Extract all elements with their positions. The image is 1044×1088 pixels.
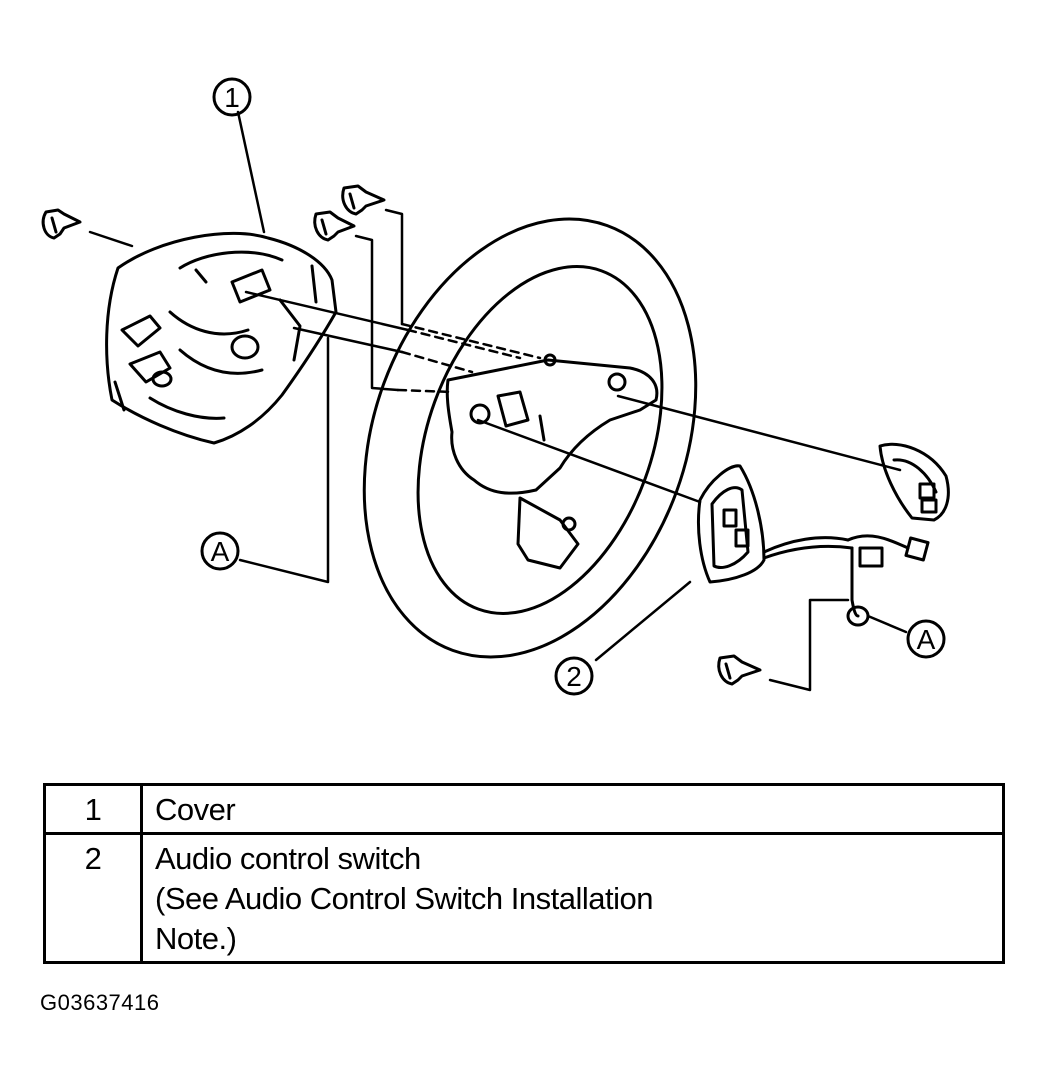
callout-circle-a-left [200, 531, 240, 571]
callout-circle-a-right [906, 619, 946, 659]
exploded-view-diagram: 1 2 A A [41, 77, 950, 696]
callout-label-a-left: A [211, 536, 230, 567]
legend-row: 1 Cover [43, 783, 1005, 835]
screw-top-left [41, 208, 82, 240]
legend-row: 2 Audio control switch (See Audio Contro… [43, 832, 1005, 964]
callout-circle-2 [554, 656, 594, 696]
steering-wheel [362, 217, 698, 659]
screw-bottom-right [717, 654, 762, 686]
callout-circle-1 [212, 77, 252, 117]
legend-line: (See Audio Control Switch Installation [155, 881, 653, 916]
legend-number: 1 [43, 783, 143, 835]
legend-line: Note.) [155, 921, 237, 956]
hidden-lines [396, 322, 542, 394]
legend-line: Cover [155, 792, 236, 827]
legend-description: Cover [140, 783, 1005, 835]
legend-number: 2 [43, 832, 143, 964]
screw-middle [313, 210, 356, 242]
figure-code: G03637416 [40, 990, 160, 1015]
screw-upper-middle [341, 184, 386, 216]
audio-control-switch [697, 464, 930, 627]
audio-control-switch-right [878, 442, 950, 522]
legend-description: Audio control switch (See Audio Control … [140, 832, 1005, 964]
parts-legend-table: 1 Cover 2 Audio control switch (See Audi… [43, 783, 1005, 964]
callout-label-a-right: A [917, 624, 936, 655]
legend-line: Audio control switch [155, 841, 421, 876]
callout-label-2: 2 [566, 661, 582, 692]
cover-part [105, 231, 338, 445]
assembly-lines [88, 110, 908, 692]
callout-label-1: 1 [224, 82, 240, 113]
